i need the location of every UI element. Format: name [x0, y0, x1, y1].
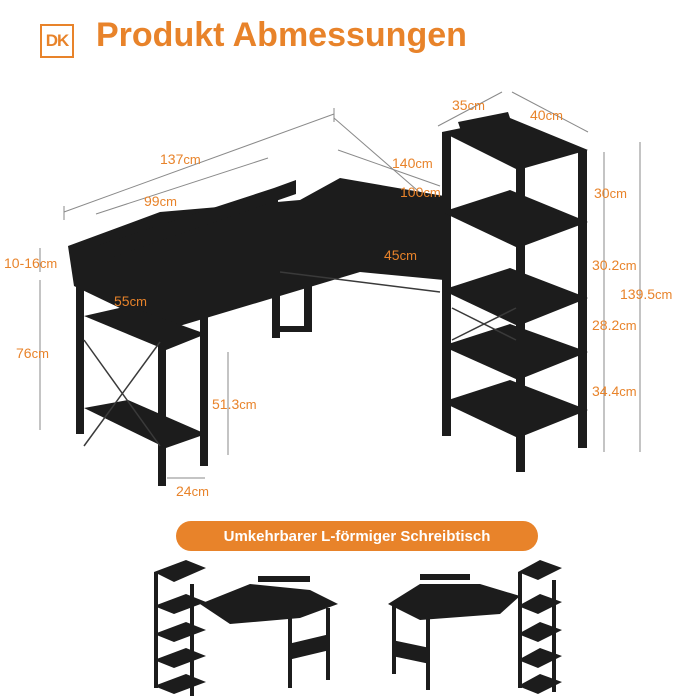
dim-total-shelf-height: 139.5cm: [620, 286, 673, 302]
dim-shelf-width: 24cm: [176, 483, 209, 499]
dim-desk-return: 100cm: [400, 184, 441, 200]
dim-desk-depth: 55cm: [114, 293, 147, 309]
brand-logo: DK: [40, 24, 74, 58]
reversible-banner: Umkehrbarer L-förmiger Schreibtisch: [176, 521, 538, 551]
shelf-tower: [442, 112, 588, 472]
dim-stand-height: 10-16cm: [4, 255, 58, 271]
dim-shelf-gap-2: 30.2cm: [592, 257, 637, 273]
logo-text: DK: [45, 31, 70, 50]
dim-total-width: 137cm: [160, 151, 201, 167]
banner-label: Umkehrbarer L-förmiger Schreibtisch: [223, 527, 491, 545]
dim-monitor-stand: 99cm: [144, 193, 177, 209]
dim-shelf-gap-1: 30cm: [594, 185, 627, 201]
thumbnail-left: [154, 560, 338, 696]
dim-shelf-gap-3: 28.2cm: [592, 317, 637, 333]
dim-desk-depth-side: 140cm: [392, 155, 433, 171]
desk-body: [68, 178, 444, 486]
page-title: Produkt Abmessungen: [96, 16, 467, 54]
dim-desk-height: 76cm: [16, 345, 49, 361]
thumbnail-right: [388, 560, 562, 694]
dim-shelf-height: 51.3cm: [212, 396, 257, 412]
dim-return-depth: 45cm: [384, 247, 417, 263]
dim-shelf-width-top: 40cm: [530, 107, 563, 123]
dim-shelf-gap-4: 34.4cm: [592, 383, 637, 399]
dim-shelf-depth: 35cm: [452, 97, 485, 113]
